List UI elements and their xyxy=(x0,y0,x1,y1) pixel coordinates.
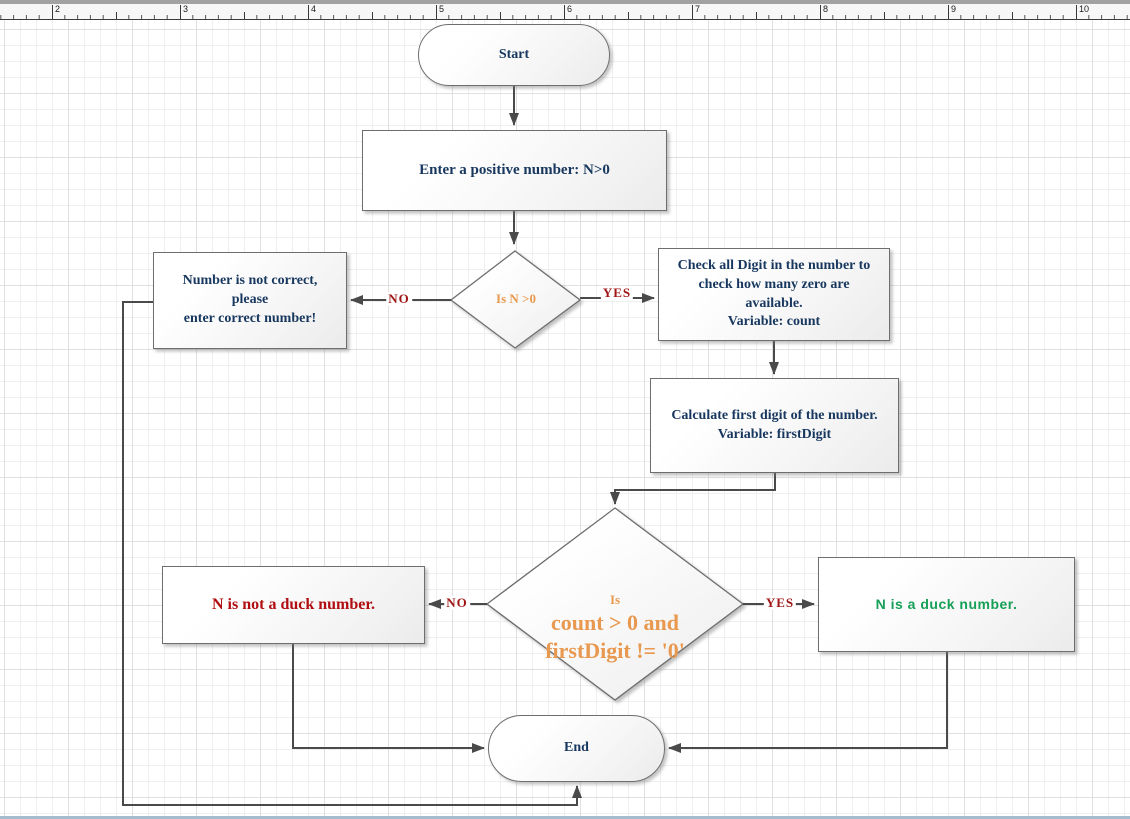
ruler-number: 7 xyxy=(695,4,701,14)
not-duck-result-box[interactable]: N is not a duck number. xyxy=(162,566,425,644)
window-bottom-strip xyxy=(0,816,1130,819)
first-digit-box[interactable]: Calculate first digit of the number. Var… xyxy=(650,378,899,473)
end-terminator[interactable]: End xyxy=(488,715,665,782)
edge-label-yes-1: YES xyxy=(600,284,634,301)
start-terminator[interactable]: Start xyxy=(418,24,610,86)
duck-result-box[interactable]: N is a duck number. xyxy=(818,557,1075,652)
edge-label-no-2: NO xyxy=(444,594,470,611)
ruler-number: 6 xyxy=(567,4,573,14)
ruler-number: 4 xyxy=(311,4,317,14)
count-zeros-box[interactable]: Check all Digit in the number to check h… xyxy=(658,248,890,341)
ruler-number: 5 xyxy=(439,4,445,14)
edge-label-no-1: NO xyxy=(386,290,412,307)
ruler-number: 10 xyxy=(1079,4,1090,14)
edge-label-yes-2: YES xyxy=(763,594,797,611)
ruler-number: 8 xyxy=(823,4,829,14)
input-process-box[interactable]: Enter a positive number: N>0 xyxy=(362,130,667,211)
invalid-number-box[interactable]: Number is not correct, please enter corr… xyxy=(153,252,347,349)
ruler-number: 2 xyxy=(55,4,61,14)
horizontal-ruler: 2 3 4 5 6 7 8 9 10 xyxy=(0,4,1130,20)
ruler-number: 3 xyxy=(183,4,189,14)
ruler-ticks xyxy=(0,4,1130,19)
ruler-number: 9 xyxy=(951,4,957,14)
